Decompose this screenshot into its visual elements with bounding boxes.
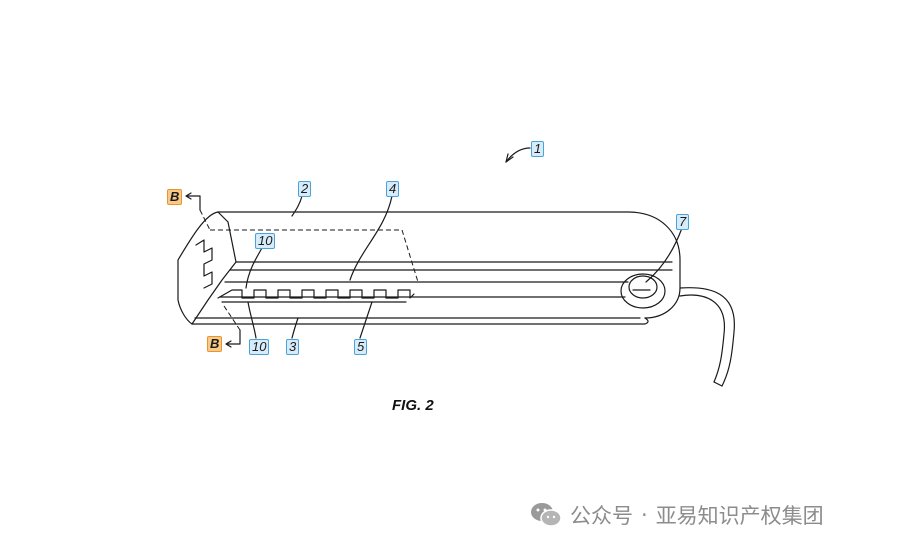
ref-label-10-bottom: 10 <box>249 339 270 355</box>
ref-7-leader <box>645 227 683 283</box>
hidden-line-top <box>210 229 419 283</box>
housing-top-edge <box>217 211 681 319</box>
housing-bottom-edge <box>191 317 649 325</box>
serpentine-element-bottom <box>217 289 415 299</box>
ref-5-leader <box>359 301 373 339</box>
ref-label-4: 4 <box>386 181 400 197</box>
ref-label-2: 2 <box>298 181 312 197</box>
housing-front-inner <box>191 211 237 325</box>
ref-label-1: 1 <box>531 141 545 157</box>
watermark-source: 公众号 <box>570 504 633 528</box>
hidden-line-section-bottom <box>223 305 241 331</box>
ref-10-top-leader <box>245 247 263 289</box>
watermark-name: 亚易知识产权集团 <box>655 504 824 528</box>
watermark-separator: · <box>641 503 648 527</box>
cable-end <box>713 381 723 387</box>
housing-front-face <box>177 211 219 325</box>
cable-inner <box>679 294 725 383</box>
watermark: 公众号 · 亚易知识产权集团 <box>530 500 824 530</box>
ref-label-5: 5 <box>354 339 368 355</box>
ref-1-arrowhead <box>505 153 514 163</box>
ref-1-leader <box>505 147 531 163</box>
ref-2-leader <box>291 195 303 217</box>
section-label-b-bottom: B <box>207 336 223 352</box>
wechat-icon <box>531 503 562 527</box>
serpentine-element-front <box>195 239 213 289</box>
ref-10-bottom-leader <box>247 301 257 339</box>
ref-label-7: 7 <box>676 214 690 230</box>
end-cap-outer <box>620 273 666 309</box>
section-b-top-arrow <box>185 192 201 211</box>
ref-3-leader <box>291 317 299 339</box>
section-label-b-top: B <box>167 189 183 205</box>
end-cap-inner <box>628 275 658 299</box>
cable-outer <box>679 287 735 387</box>
figure-caption: FIG. 2 <box>392 397 434 414</box>
ref-label-10-top: 10 <box>255 233 276 249</box>
ref-4-leader <box>349 195 393 281</box>
hidden-line-section-top <box>199 209 211 231</box>
section-b-bottom-arrow <box>225 329 241 348</box>
ref-label-3: 3 <box>286 339 300 355</box>
